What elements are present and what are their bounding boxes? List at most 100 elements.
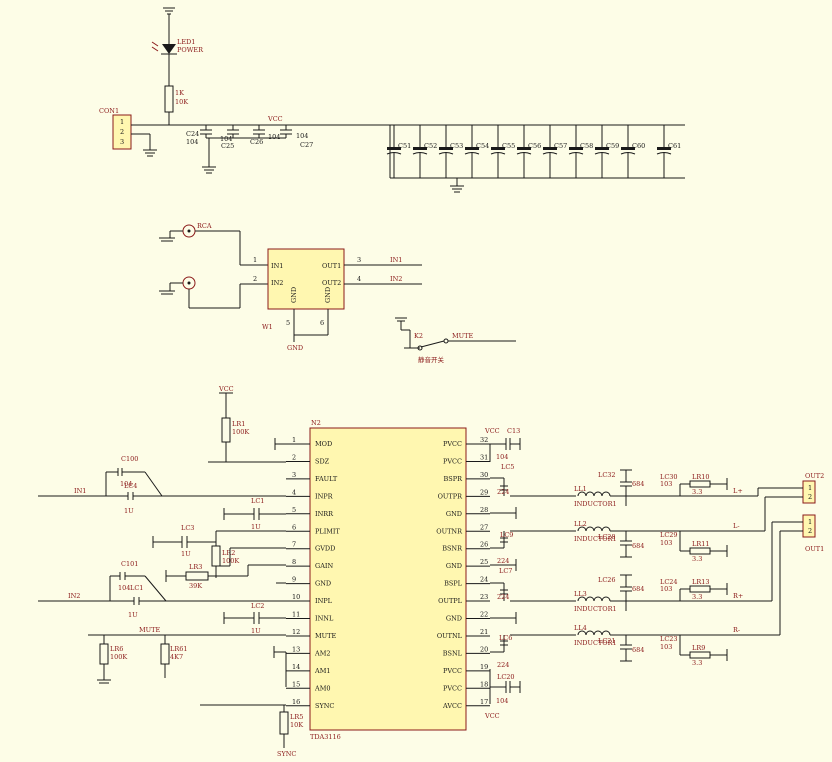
amp-mute-label: MUTE	[139, 626, 160, 634]
lr6-value: 100K	[110, 653, 127, 661]
out2-pin-2: 2	[808, 493, 812, 501]
connector-con1: CON1 1 2 3	[99, 107, 685, 157]
w1-gnd-label: GND	[287, 344, 303, 352]
lc4-value: 1U	[124, 507, 134, 515]
switch-ref: K2	[414, 332, 423, 340]
amp-right-pin-num: 18	[480, 680, 488, 688]
amp-right-pin-name: GND	[446, 510, 462, 518]
snubber-resistor-value: 3.3	[692, 659, 702, 667]
w1-pin-num-5: 5	[286, 319, 290, 327]
snubber-resistor-value: 3.3	[692, 488, 702, 496]
amp-right-pin-name: PVCC	[443, 684, 462, 692]
resistor-value: 1K	[175, 89, 184, 97]
snubber-cap-ref: LC23	[660, 635, 678, 643]
bulk-cap-c51-ref: C51	[398, 142, 411, 150]
output-polarity-label: L-	[733, 522, 740, 530]
net-in1-label: IN1	[390, 256, 402, 264]
lr6-ref: LR6	[110, 645, 123, 653]
power-section: LED1 POWER 1K 10K CON1 1 2 3 VCC	[99, 7, 685, 193]
resistor-led: 1K 10K	[164, 85, 188, 125]
out1-pin-2: 2	[808, 527, 812, 535]
output-cap-ref: LC28	[598, 533, 616, 541]
amp-left-pin-name: MOD	[315, 440, 332, 448]
snubber-resistor-value: 3.3	[692, 555, 702, 563]
amp-right-pin-num: 23	[480, 593, 488, 601]
c100-ref: C100	[121, 455, 138, 463]
gain-network: LR3 39K	[165, 563, 286, 590]
out1-ref: OUT1	[805, 545, 824, 553]
lr3-ref: LR3	[189, 563, 202, 571]
cap-c26-value: 104	[268, 133, 280, 141]
amp-right-pin-num: 27	[480, 523, 488, 531]
amp-right-pin-name: PVCC	[443, 667, 462, 675]
lc1-value: 1U	[251, 523, 261, 531]
cap-c24-ref: C24	[186, 130, 199, 138]
lc20-ref: LC20	[497, 673, 515, 681]
snubber-cap-ref: LC24	[660, 578, 678, 586]
lr3-value: 39K	[189, 582, 202, 590]
amp-right-pin-num: 31	[480, 453, 488, 461]
amp-left-pin-num: 3	[292, 471, 296, 479]
amp-right-pin-name: BSNL	[443, 649, 463, 657]
c13-value: 104	[496, 453, 508, 461]
snubber-cap-ref: LC29	[660, 531, 678, 539]
bulk-cap-c57-ref: C57	[554, 142, 567, 150]
w1-ref: W1	[262, 323, 273, 331]
inductor-type: INDUCTOR1	[574, 639, 617, 647]
amp-right-pin-num: 28	[480, 506, 488, 514]
lr5-ref: LR5	[290, 713, 303, 721]
amp-left-pin-name: INPL	[315, 597, 333, 605]
sync-network: LR5 10K SYNC	[200, 704, 303, 758]
tda3116-ic-body	[309, 427, 467, 731]
c101-value: 104	[118, 584, 130, 592]
amp-left-pin-name: AM1	[314, 667, 331, 675]
output-cap-ref: LC21	[598, 637, 616, 645]
snubber-resistor-ref: LR11	[692, 540, 709, 548]
amp-left-pin-name: AM0	[314, 684, 331, 692]
lc7-value: 224	[497, 593, 509, 601]
amp-right-pin-num: 30	[480, 471, 488, 479]
amp-left-pin-num: 13	[292, 645, 300, 653]
lc9-ref: LC9	[500, 531, 513, 539]
output-polarity-label: R+	[733, 592, 743, 600]
amp-left-pin-name: PLIMIT	[315, 527, 340, 535]
output-cap-ref: LC26	[598, 576, 616, 584]
amp-right-pin-num: 32	[480, 436, 488, 444]
inductor-ref: LL4	[574, 624, 587, 632]
amp-left-pin-name: AM2	[314, 649, 331, 657]
led-power-indicator: LED1 POWER	[151, 38, 204, 86]
amp-right-pin-num: 26	[480, 541, 488, 549]
amp-left-pin-name: MUTE	[315, 632, 336, 640]
output-cap-value: 684	[632, 480, 644, 488]
amp-left-pin-num: 16	[292, 698, 300, 706]
lr1-value: 100K	[232, 428, 249, 436]
cap-c24-value: 104	[186, 138, 198, 146]
sync-label: SYNC	[277, 750, 296, 758]
amp-right-pin-name: GND	[446, 562, 462, 570]
plimit-network: LC3 1U LR2 100K	[152, 524, 286, 578]
amp-right-pins: 32PVCC31PVCC30BSPR29OUTPR28GND27OUTNR26B…	[436, 436, 490, 710]
amp-right-pin-name: OUTPR	[438, 492, 464, 500]
amp-left-pin-name: SYNC	[315, 702, 334, 710]
bulk-cap-c52-ref: C52	[424, 142, 437, 150]
inductor-ref: LL2	[574, 520, 587, 528]
inductor-type: INDUCTOR1	[574, 605, 617, 613]
connector-pin-1: 1	[120, 118, 124, 126]
amp-left-pin-num: 8	[292, 558, 296, 566]
lc6-value: 224	[497, 661, 509, 669]
lc7-ref: LC7	[499, 567, 512, 575]
out2-pin-1: 1	[808, 484, 812, 492]
amp-right-pin-name: OUTNR	[436, 527, 463, 535]
net-in2-label: IN2	[390, 275, 402, 283]
lc4-ref: LC4	[124, 482, 137, 490]
snubber-cap-value: 103	[660, 643, 672, 651]
snubber-resistor-ref: LR13	[692, 578, 709, 586]
amp-left-pin-name: SDZ	[315, 457, 330, 465]
cap-c25-ref: C25	[221, 142, 234, 150]
amp-left-pin-name: INPR	[315, 492, 334, 500]
w1-out2-pin: OUT2	[322, 279, 341, 287]
lc20-vcc-label: VCC	[484, 712, 500, 720]
inductor-ref: LL1	[574, 485, 587, 493]
